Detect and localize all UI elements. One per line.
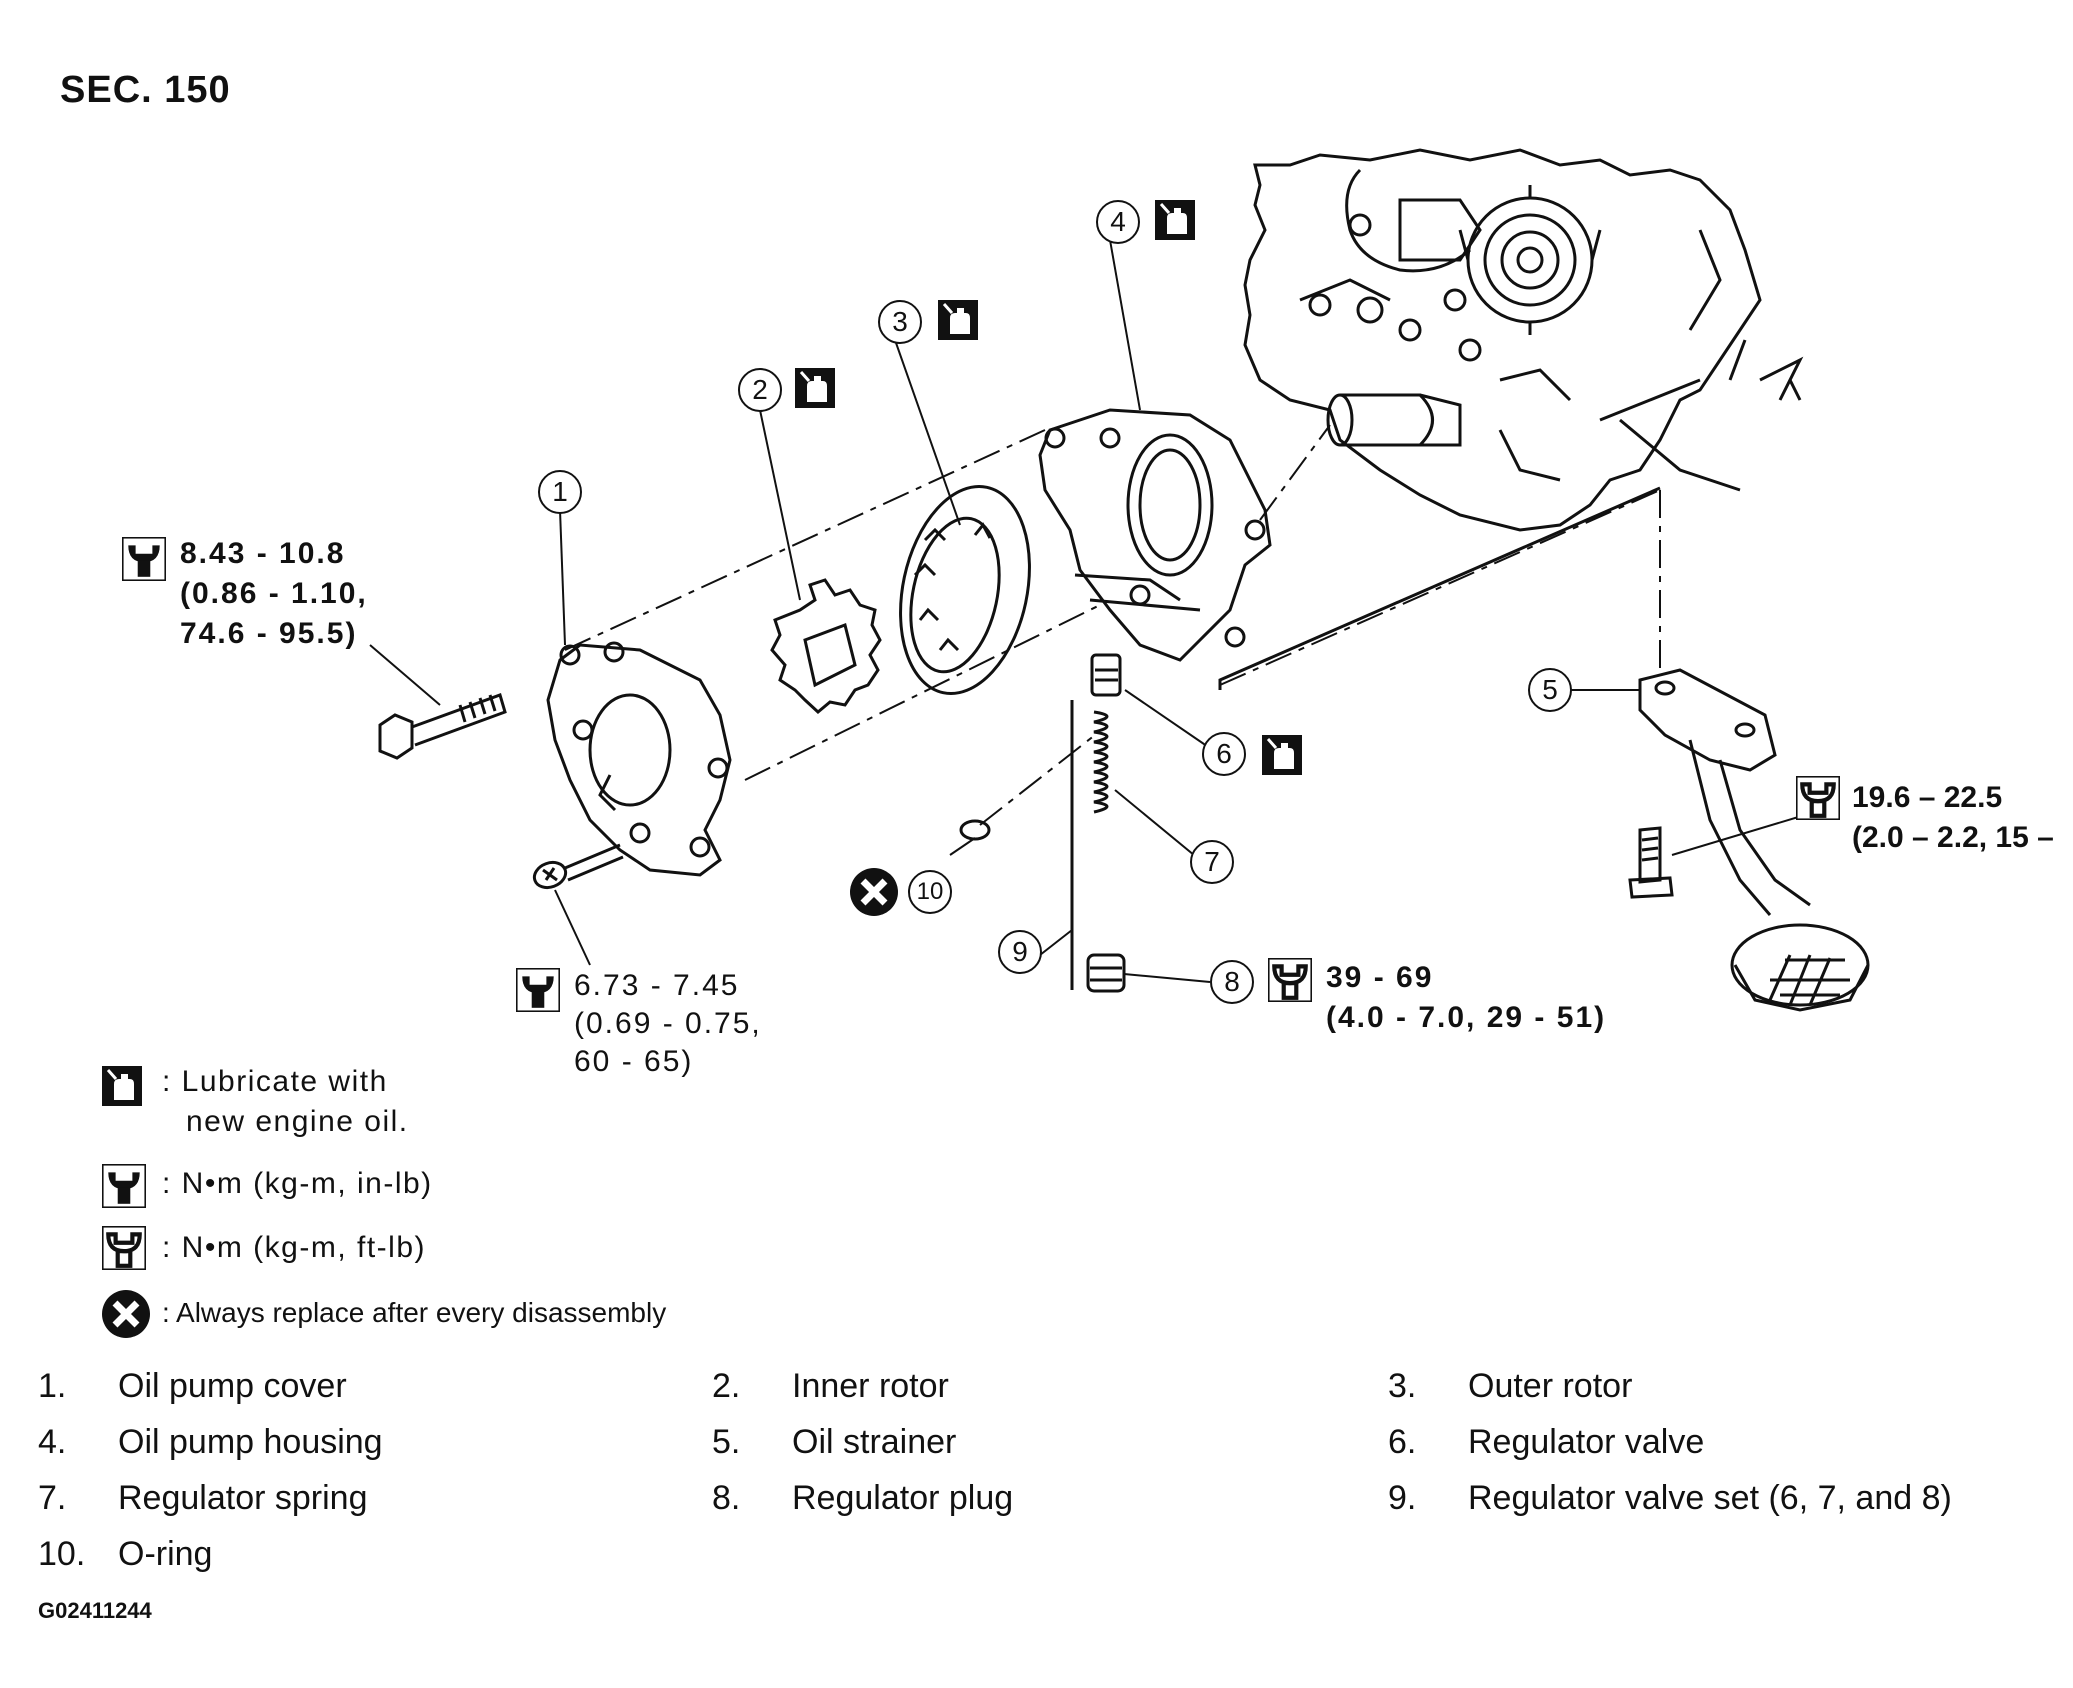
torque-screw-line-3: 60 - 65) [574,1045,694,1078]
torque-bolt-line-3: 74.6 - 95.5) [180,617,358,650]
part-number: 9. [1388,1479,1417,1517]
oil-can-icon [938,300,980,342]
cover-bolt [378,693,507,760]
figure-code: G02411244 [38,1598,152,1623]
legend-lubricate-line-2: new engine oil. [186,1105,409,1138]
leader-lines [369,239,1806,983]
oil-can-icon [795,368,837,410]
torque-wrench-in-lb-icon [102,1164,146,1208]
oil-can-icon [1155,200,1197,242]
torque-wrench-ft-lb-icon [1268,958,1312,1002]
engine-block [1243,148,1804,532]
part-number: 3. [1388,1367,1417,1405]
callout-7: 7 [1190,840,1234,884]
cover-screw [532,843,624,890]
callout-1: 1 [538,470,582,514]
part-number: 4. [38,1423,67,1461]
torque-bolt-line-2: (0.86 - 1.10, [180,577,368,610]
torque-wrench-in-lb-icon [516,968,560,1012]
part-name: Regulator valve set (6, 7, and 8) [1468,1479,1952,1517]
regulator-valve-stack [1070,653,1126,993]
part-name: Regulator valve [1468,1423,1705,1461]
part-name: Regulator plug [792,1479,1014,1517]
part-name: Oil strainer [792,1423,957,1461]
callout-6: 6 [1202,732,1246,776]
assembly-lines [564,424,1661,826]
callout-10: 10 [908,870,952,914]
legend-torque-ft-lb: : N•m (kg-m, ft-lb) [162,1231,426,1264]
torque-wrench-ft-lb-icon [102,1226,146,1270]
callout-9: 9 [998,930,1042,974]
callout-2: 2 [738,368,782,412]
torque-strainer-line-2: (2.0 – 2.2, 15 – [1852,821,2054,854]
torque-wrench-ft-lb-icon [1796,776,1840,820]
replace-x-icon [850,868,898,916]
o-ring [959,819,991,841]
torque-plug-line-1: 39 - 69 [1326,961,1434,994]
callout-5: 5 [1528,668,1572,712]
callout-8: 8 [1210,960,1254,1004]
torque-bolt-line-1: 8.43 - 10.8 [180,537,346,570]
part-name: Regulator spring [118,1479,368,1517]
part-number: 1. [38,1367,67,1405]
torque-strainer-line-1: 19.6 – 22.5 [1852,781,2003,814]
outer-rotor [899,484,1031,696]
section-title: SEC. 150 [60,69,231,111]
torque-wrench-in-lb-icon [122,537,166,581]
part-number: 5. [712,1423,741,1461]
part-name: Oil pump housing [118,1423,383,1461]
torque-screw-line-2: (0.69 - 0.75, [574,1007,762,1040]
legend-lubricate-line-1: : Lubricate with [162,1065,388,1098]
part-number: 2. [712,1367,741,1405]
torque-plug-line-2: (4.0 - 7.0, 29 - 51) [1326,1001,1607,1034]
part-name: Inner rotor [792,1367,949,1405]
oil-pump-cover [546,641,732,877]
part-number: 6. [1388,1423,1417,1461]
callout-3: 3 [878,300,922,344]
oil-strainer [1628,668,1870,1012]
part-name: Oil pump cover [118,1367,347,1405]
torque-screw-line-1: 6.73 - 7.45 [574,969,740,1002]
legend-replace: : Always replace after every disassembly [162,1297,667,1328]
oil-can-icon [102,1066,144,1108]
callout-4: 4 [1096,200,1140,244]
oil-pump-housing [1038,408,1272,662]
legend-torque-in-lb: : N•m (kg-m, in-lb) [162,1167,433,1200]
oil-can-icon [1262,735,1304,777]
part-number: 8. [712,1479,741,1517]
part-name: Outer rotor [1468,1367,1633,1405]
frame-lines [1218,339,1747,690]
part-name: O-ring [118,1535,213,1573]
part-number: 7. [38,1479,67,1517]
inner-rotor [770,578,882,714]
replace-x-icon [102,1290,150,1338]
part-number: 10. [38,1535,86,1573]
